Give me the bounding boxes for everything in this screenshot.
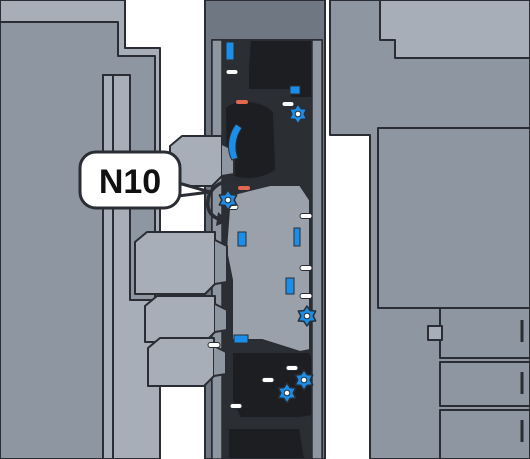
blue-lever-icon: [294, 228, 300, 246]
cartridge-body: [148, 338, 214, 386]
top-mechanism: [248, 40, 320, 98]
grip-tab: [262, 378, 274, 383]
finisher-interior: [205, 0, 325, 459]
blue-lever-icon: [238, 232, 246, 246]
drawer-lower: [440, 410, 530, 459]
cartridge-body: [145, 296, 215, 342]
staple-cartridge: [135, 232, 227, 294]
grip-tab: [300, 294, 312, 299]
right-top-block: [380, 0, 530, 58]
cartridge-body: [135, 232, 215, 294]
grip-tab: [226, 70, 238, 75]
bottom-base: [228, 428, 305, 459]
grip-tab: [300, 266, 312, 271]
latch-tab: [428, 326, 442, 340]
paper-guide-assembly: [226, 185, 310, 352]
grip-tab: [300, 214, 312, 219]
red-indicator-icon: [238, 186, 250, 190]
blue-lever-icon: [226, 42, 234, 60]
left-frame-edge: [103, 75, 113, 459]
callout-label: N10: [99, 163, 161, 201]
grip-tab: [286, 366, 298, 371]
red-indicator-icon: [236, 100, 248, 104]
blue-lever-icon: [286, 278, 294, 294]
cartridge-side: [215, 240, 227, 284]
cartridge-side: [215, 304, 227, 332]
cartridge-side: [214, 346, 226, 376]
drawer-middle: [440, 362, 530, 406]
grip-tab: [282, 102, 294, 107]
blue-lever-icon: [290, 86, 300, 94]
blue-lever-icon: [234, 335, 248, 343]
right-middle-panel: [378, 128, 530, 308]
grip-tab: [208, 343, 220, 348]
grip-tab: [230, 404, 242, 409]
right-rail: [312, 40, 322, 459]
drawer-upper: [440, 308, 530, 358]
